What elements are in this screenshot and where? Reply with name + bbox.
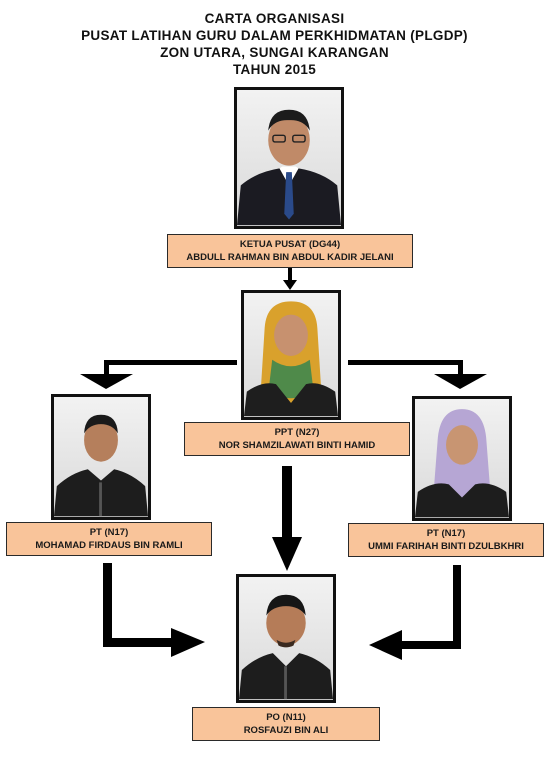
title-line-4: TAHUN 2015: [232, 62, 317, 77]
ketua-pusat-box: KETUA PUSAT (DG44) ABDULL RAHMAN BIN ABD…: [167, 234, 413, 268]
person-photo-icon: [241, 290, 341, 420]
ketua-pusat-name: ABDULL RAHMAN BIN ABDUL KADIR JELANI: [186, 252, 394, 263]
pt-left-name: MOHAMAD FIRDAUS BIN RAMLI: [35, 540, 183, 551]
title-line-1: CARTA ORGANISASI: [204, 11, 345, 26]
pt-left-box: PT (N17) MOHAMAD FIRDAUS BIN RAMLI: [6, 522, 212, 556]
pt-left-role: PT (N17): [89, 527, 129, 538]
chart-title: CARTA ORGANISASI PUSAT LATIHAN GURU DALA…: [0, 10, 549, 78]
arrow-icon: [369, 565, 461, 660]
person-photo-icon: [234, 87, 344, 229]
ketua-pusat-role: KETUA PUSAT (DG44): [239, 239, 341, 250]
person-photo-icon: [51, 394, 151, 520]
ppt-box: PPT (N27) NOR SHAMZILAWATI BINTI HAMID: [184, 422, 410, 456]
po-name: ROSFAUZI BIN ALI: [243, 725, 329, 736]
title-line-3: ZON UTARA, SUNGAI KARANGAN: [160, 45, 389, 60]
po-role: PO (N11): [266, 712, 306, 723]
pt-right-box: PT (N17) UMMI FARIHAH BINTI DZULBKHRI: [348, 523, 544, 557]
arrow-icon: [103, 563, 205, 657]
ppt-name: NOR SHAMZILAWATI BINTI HAMID: [218, 440, 376, 451]
arrow-icon: [272, 466, 302, 571]
pt-right-role: PT (N17): [426, 528, 466, 539]
arrow-icon: [348, 360, 487, 389]
person-photo-icon: [236, 574, 336, 703]
arrow-icon: [80, 360, 237, 389]
arrow-icon: [283, 268, 297, 290]
pt-right-name: UMMI FARIHAH BINTI DZULBKHRI: [368, 541, 524, 552]
person-photo-icon: [412, 396, 512, 521]
po-box: PO (N11) ROSFAUZI BIN ALI: [192, 707, 380, 741]
ppt-role: PPT (N27): [274, 427, 320, 438]
title-line-2: PUSAT LATIHAN GURU DALAM PERKHIDMATAN (P…: [81, 28, 468, 43]
